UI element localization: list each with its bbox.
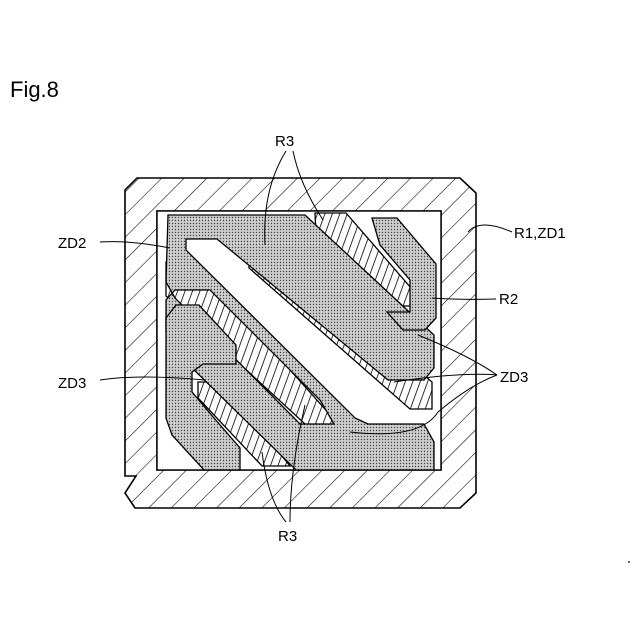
stray-dot	[628, 561, 630, 563]
label-zd3-left: ZD3	[58, 375, 86, 392]
label-r3-top: R3	[275, 133, 294, 150]
label-zd3-right: ZD3	[500, 369, 528, 386]
label-r1-zd1: R1,ZD1	[514, 225, 566, 242]
figure-label: Fig.8	[10, 77, 59, 102]
label-r3-bottom: R3	[278, 528, 297, 545]
label-zd2: ZD2	[58, 235, 86, 252]
label-r2: R2	[499, 291, 518, 308]
